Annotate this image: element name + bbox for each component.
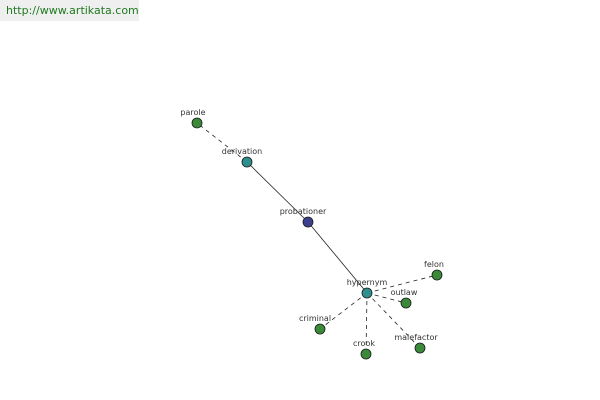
- node-label-criminal: criminal: [299, 314, 331, 323]
- node-circle-probationer[interactable]: [302, 216, 314, 228]
- edge-hypernym-crook: [365, 292, 368, 355]
- node-circle-hypernym[interactable]: [361, 287, 373, 299]
- watermark-link[interactable]: http://www.artikata.com: [0, 0, 139, 21]
- node-circle-outlaw[interactable]: [400, 297, 412, 309]
- node-label-malefactor: malefactor: [394, 333, 438, 342]
- node-probationer[interactable]: probationer: [280, 207, 327, 228]
- node-derivation[interactable]: derivation: [222, 147, 262, 168]
- node-label-parole: parole: [180, 108, 205, 117]
- edge-hypernym-outlaw: [366, 292, 407, 304]
- edge-probationer-hypernym: [307, 221, 368, 294]
- node-label-crook: crook: [353, 339, 375, 348]
- edge-derivation-parole: [196, 122, 248, 163]
- node-crook[interactable]: crook: [353, 339, 375, 360]
- node-label-felon: felon: [424, 260, 444, 269]
- node-malefactor[interactable]: malefactor: [394, 333, 438, 354]
- edge-hypernym-criminal: [319, 292, 368, 330]
- node-outlaw[interactable]: outlaw: [391, 288, 418, 309]
- node-criminal[interactable]: criminal: [299, 314, 331, 335]
- node-circle-parole[interactable]: [191, 117, 203, 129]
- node-parole[interactable]: parole: [180, 108, 206, 129]
- node-label-derivation: derivation: [222, 147, 262, 156]
- edge-probationer-derivation: [246, 161, 309, 223]
- node-label-outlaw: outlaw: [391, 288, 418, 297]
- graph-nodes: probationer derivation hypernym parole felon…: [180, 108, 444, 360]
- graph-edges: [196, 122, 438, 355]
- node-hypernym[interactable]: hypernym: [347, 278, 388, 299]
- node-circle-felon[interactable]: [431, 269, 443, 281]
- node-label-probationer: probationer: [280, 207, 327, 216]
- node-felon[interactable]: felon: [424, 260, 444, 281]
- node-circle-crook[interactable]: [360, 348, 372, 360]
- node-circle-derivation[interactable]: [241, 156, 253, 168]
- node-label-hypernym: hypernym: [347, 278, 388, 287]
- node-circle-malefactor[interactable]: [414, 342, 426, 354]
- node-circle-criminal[interactable]: [314, 323, 326, 335]
